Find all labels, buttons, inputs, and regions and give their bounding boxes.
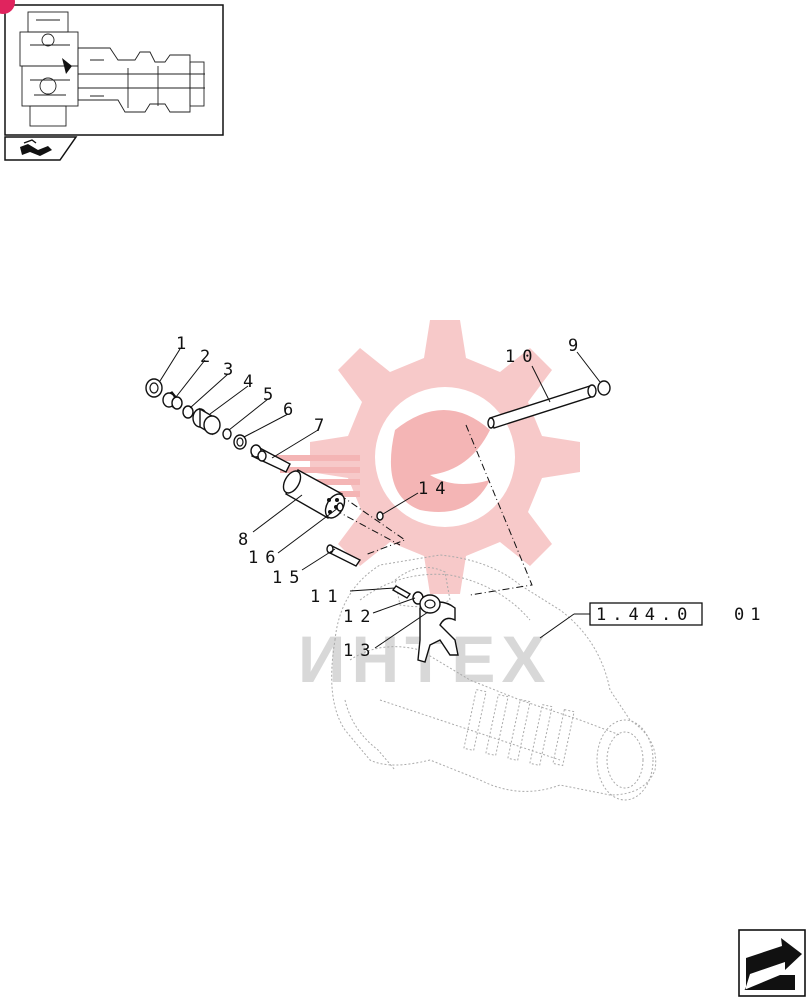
callout-15[interactable]: 15 — [272, 568, 306, 588]
part-1-seal[interactable] — [145, 378, 163, 398]
part-13-shift-fork[interactable] — [417, 594, 459, 663]
callout-2[interactable]: 2 — [200, 347, 217, 367]
assembly-lines — [334, 424, 533, 596]
callout-3[interactable]: 3 — [223, 360, 240, 380]
gearbox-housing-ghost — [331, 554, 657, 801]
callout-1[interactable]: 1 — [176, 334, 193, 354]
part-2-bushing[interactable] — [162, 391, 183, 410]
part-7-pin[interactable] — [250, 444, 291, 473]
part-5-ring[interactable] — [222, 428, 232, 440]
callout-8[interactable]: 8 — [238, 530, 255, 550]
assembly-thumbnail[interactable] — [4, 4, 224, 136]
folder-arrow-icon — [20, 139, 52, 156]
part-11-dowel[interactable] — [391, 585, 412, 599]
part-3-o-ring[interactable] — [182, 405, 194, 419]
reference-suffix: 01 — [734, 605, 766, 625]
callout-labels: 1 2 3 4 5 6 7 8 9 10 11 12 13 14 15 16 — [176, 334, 585, 661]
part-14-ball[interactable] — [376, 511, 384, 521]
part-6-washer[interactable] — [233, 434, 247, 450]
watermark: ИНТЕХ — [270, 320, 580, 696]
callout-13[interactable]: 13 — [343, 641, 377, 661]
callout-5[interactable]: 5 — [263, 385, 280, 405]
part-9-plug[interactable] — [597, 380, 611, 396]
part-4-piston[interactable] — [192, 407, 221, 436]
callout-12[interactable]: 12 — [343, 607, 377, 627]
callout-9[interactable]: 9 — [568, 336, 585, 356]
breadcrumb-tab[interactable] — [4, 136, 78, 161]
callout-6[interactable]: 6 — [283, 400, 300, 420]
callout-14[interactable]: 14 — [418, 479, 452, 499]
reference-link[interactable]: 1.44.0 01 — [589, 602, 766, 626]
part-16-spring[interactable] — [336, 502, 344, 512]
callout-10[interactable]: 10 — [505, 347, 539, 367]
next-page-button[interactable] — [738, 929, 806, 997]
callout-16[interactable]: 16 — [248, 548, 282, 568]
reference-label: 1.44.0 — [596, 605, 693, 625]
callout-4[interactable]: 4 — [243, 372, 260, 392]
next-page-arrow-icon — [744, 938, 802, 990]
leader-lines — [159, 348, 601, 649]
callout-11[interactable]: 11 — [310, 587, 344, 607]
callout-7[interactable]: 7 — [314, 416, 331, 436]
status-badge — [0, 0, 15, 14]
part-10-shift-rod[interactable] — [487, 384, 597, 429]
